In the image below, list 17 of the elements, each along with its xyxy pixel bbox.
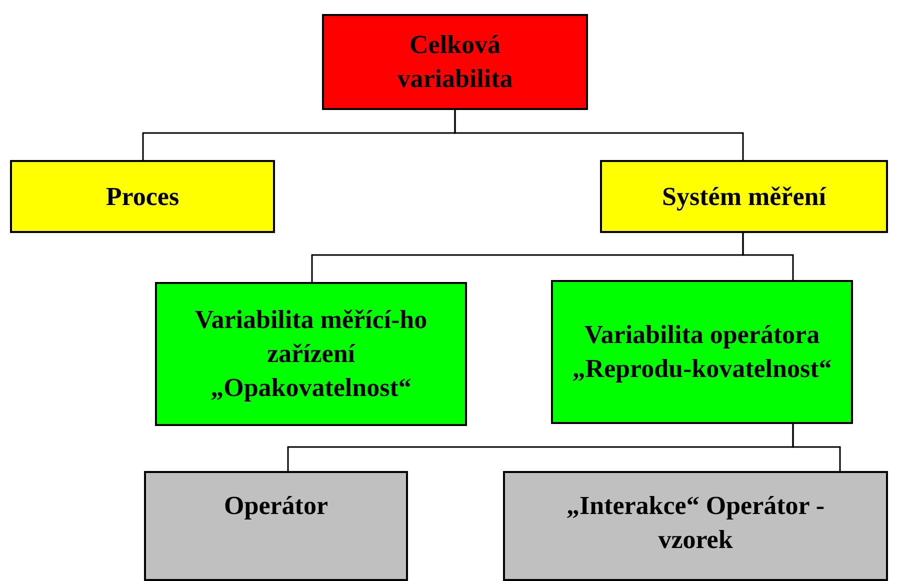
connector-line bbox=[742, 233, 794, 280]
hierarchy-box bbox=[322, 14, 588, 110]
hierarchy-box bbox=[144, 471, 408, 581]
hierarchy-box bbox=[503, 471, 888, 581]
box-label: Operátor bbox=[224, 490, 328, 522]
box-label: Variabilita operátora „Reprodu-kovatelnost“ bbox=[571, 319, 833, 385]
box-label: Variabilita měřící-ho zařízení „Opakovatelnost“ bbox=[194, 304, 428, 404]
box-label: Celková variabilita bbox=[396, 29, 514, 95]
connector-line bbox=[454, 110, 744, 160]
connector-line bbox=[792, 424, 841, 471]
hierarchy-box bbox=[600, 160, 888, 233]
box-label: Proces bbox=[106, 180, 180, 212]
hierarchy-box bbox=[551, 280, 853, 424]
hierarchy-box bbox=[10, 160, 275, 233]
box-label: „Interakce“ Operátor - vzorek bbox=[565, 490, 826, 556]
box-label: Systém měření bbox=[662, 180, 826, 213]
hierarchy-box bbox=[155, 282, 467, 426]
